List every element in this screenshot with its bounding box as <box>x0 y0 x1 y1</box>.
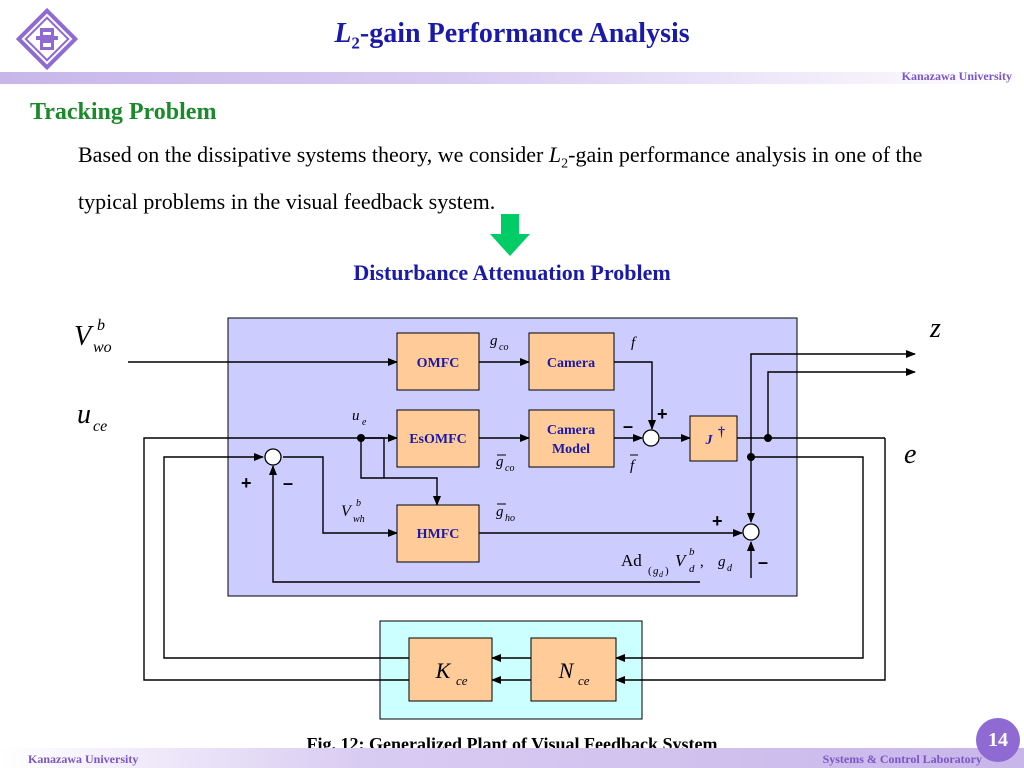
sign-sum3-minus: – <box>758 552 768 572</box>
svg-text:ce: ce <box>578 673 590 688</box>
signal-e: e <box>904 439 916 470</box>
signal-vwo: V b wo <box>74 317 112 356</box>
svg-text:N: N <box>558 658 575 683</box>
footer-lab: Systems & Control Laboratory <box>822 752 982 766</box>
section-heading: Tracking Problem <box>30 99 217 125</box>
signal-vwh: V b wh <box>341 498 365 525</box>
para-l: L <box>548 142 562 167</box>
sign-sum2-minus: – <box>283 473 293 493</box>
svg-text:V: V <box>74 321 94 352</box>
svg-text:d: d <box>659 570 664 579</box>
svg-text:d: d <box>689 563 695 575</box>
signal-uce: u ce <box>77 399 107 435</box>
svg-text:u: u <box>352 408 360 424</box>
svg-text:OMFC: OMFC <box>417 356 460 371</box>
hmfc-block: HMFC <box>396 504 480 563</box>
signal-ue: u e <box>352 408 367 428</box>
sum-junction-3 <box>742 523 760 541</box>
svg-text:Camera: Camera <box>547 423 595 438</box>
svg-text:J: J <box>705 433 714 448</box>
svg-text:,: , <box>700 554 704 570</box>
svg-text:Model: Model <box>552 442 590 457</box>
svg-text:b: b <box>97 317 105 334</box>
svg-text:co: co <box>505 463 514 474</box>
omfc-block: OMFC <box>396 332 480 391</box>
svg-text:V: V <box>675 551 688 570</box>
svg-text:Ad: Ad <box>621 551 642 570</box>
svg-text:d: d <box>727 563 733 574</box>
signal-z: z <box>929 313 941 344</box>
university-logo <box>15 7 79 71</box>
para-sub: 2 <box>561 156 569 172</box>
svg-text:b: b <box>689 546 695 558</box>
svg-text:e: e <box>362 417 367 428</box>
svg-text:†: † <box>718 425 725 440</box>
signal-f-bar: f <box>630 454 638 474</box>
signal-ad-vd-gd: Ad ( g d ) V b d , g d <box>621 546 733 579</box>
signal-gco-bar: g co <box>496 454 514 474</box>
page-title: L2-gain Performance Analysis <box>0 18 1024 54</box>
signal-gco: g co <box>490 333 508 353</box>
result-heading: Disturbance Attenuation Problem <box>353 260 671 285</box>
section-paragraph: Based on the dissipative systems theory,… <box>78 136 958 221</box>
svg-text:co: co <box>499 342 508 353</box>
title-l: L <box>334 18 352 49</box>
svg-text:u: u <box>77 399 91 430</box>
junction-dot <box>357 434 365 442</box>
kce-block: K ce <box>408 637 493 702</box>
svg-text:f: f <box>630 458 636 474</box>
sign-sum1-plus: + <box>657 404 668 424</box>
svg-text:g: g <box>653 565 659 577</box>
svg-text:ce: ce <box>93 418 107 435</box>
sign-sum1-minus: – <box>623 416 633 436</box>
svg-text:): ) <box>665 565 669 577</box>
svg-text:b: b <box>356 498 361 509</box>
svg-text:g: g <box>490 333 498 349</box>
svg-text:HMFC: HMFC <box>417 527 460 542</box>
svg-text:V: V <box>341 503 353 520</box>
esomfc-block: EsOMFC <box>396 409 480 468</box>
svg-text:wo: wo <box>93 339 112 356</box>
page-number: 14 <box>976 718 1020 762</box>
title-rest: -gain Performance Analysis <box>359 18 690 49</box>
block-diagram: OMFC Camera EsOMFC Camera Model J † HMFC… <box>74 313 941 720</box>
header-bar <box>0 72 1024 84</box>
camera-block: Camera <box>528 332 615 391</box>
sign-sum3-plus: + <box>712 511 723 531</box>
camera-model-block: Camera Model <box>528 409 615 468</box>
footer-bar <box>0 748 1024 768</box>
header-university: Kanazawa University <box>901 69 1012 83</box>
svg-text:K: K <box>435 658 452 683</box>
svg-text:g: g <box>718 554 726 570</box>
sum-junction-2 <box>264 448 282 466</box>
footer-university: Kanazawa University <box>28 752 139 766</box>
junction-dot <box>764 434 772 442</box>
svg-text:ce: ce <box>456 673 468 688</box>
sum-junction-1 <box>642 429 660 447</box>
down-arrow-icon <box>490 214 530 256</box>
signal-f: f <box>631 335 637 351</box>
junction-dot <box>747 453 755 461</box>
svg-text:ho: ho <box>505 513 515 524</box>
j-dagger-block: J † <box>689 415 738 462</box>
svg-text:(: ( <box>648 565 652 577</box>
svg-text:EsOMFC: EsOMFC <box>409 432 467 447</box>
nce-block: N ce <box>530 637 617 702</box>
svg-text:g: g <box>496 454 504 470</box>
signal-gho-bar: g ho <box>496 503 515 524</box>
svg-text:Camera: Camera <box>547 356 595 371</box>
para-part1: Based on the dissipative systems theory,… <box>78 142 549 167</box>
title-sub: 2 <box>351 33 360 53</box>
svg-text:wh: wh <box>353 514 365 525</box>
para-part2: -gain performance analysis in one of the… <box>78 142 923 215</box>
sign-sum2-plus: + <box>241 473 252 493</box>
svg-text:g: g <box>496 504 504 520</box>
